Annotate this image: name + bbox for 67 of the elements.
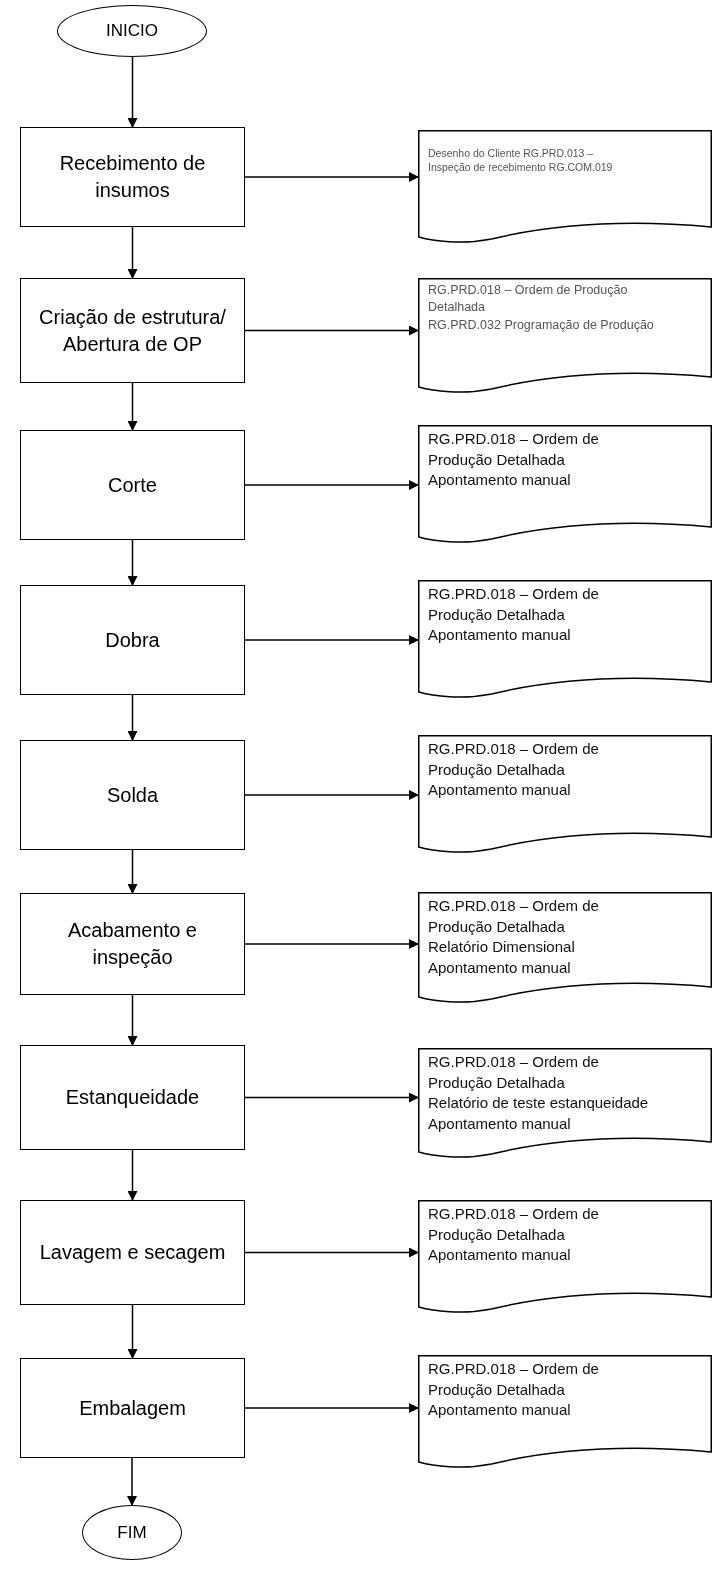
document-shape (418, 1048, 712, 1160)
document-reference: Relatório de teste estanqueidade (428, 1093, 650, 1114)
process-box (20, 430, 245, 540)
arrow (127, 382, 138, 431)
arrow (244, 790, 419, 800)
document-reference: Apontamento manual (428, 625, 572, 646)
arrow (244, 480, 419, 490)
arrow (127, 849, 138, 894)
arrow (244, 1092, 419, 1103)
arrow (244, 635, 419, 645)
process-label: Solda (106, 782, 159, 808)
arrow (244, 1247, 419, 1258)
arrow (127, 994, 138, 1046)
document-reference: RG.PRD.018 – Ordem de Produção Detalhada (428, 1359, 600, 1400)
document-reference: RG.PRD.032 Programação de Produção (428, 316, 655, 334)
process-label: Embalagem (79, 1395, 186, 1421)
process-box (20, 1045, 245, 1150)
process-box (20, 127, 245, 227)
document-reference: RG.PRD.018 – Ordem de Produção Detalhada (428, 1204, 600, 1245)
process-box (20, 1358, 245, 1458)
arrow (127, 226, 138, 279)
document-shape (418, 735, 712, 855)
document-reference: RG.PRD.018 – Ordem de Produção Detalhada (428, 429, 600, 470)
document-shape (418, 425, 712, 545)
document-reference: RG.PRD.018 – Ordem de Produção Detalhada (428, 282, 629, 317)
document-reference: Desenho do Cliente RG.PRD.013 – Inspeção de recebimento RG.COM.019 (428, 146, 614, 175)
arrow (244, 172, 419, 182)
process-label: Estanqueidade (65, 1085, 200, 1110)
document-reference: Apontamento manual (428, 958, 572, 979)
terminal-label: INICIO (106, 21, 158, 41)
process-label: Lavagem e secagem (39, 1240, 226, 1265)
process-box (20, 278, 245, 383)
document-shape (418, 580, 712, 700)
document-shape (418, 892, 712, 1005)
document-shape (418, 1200, 712, 1315)
document-reference: RG.PRD.018 – Ordem de Produção Detalhada (428, 584, 600, 625)
process-label: Acabamento e inspeção (67, 918, 198, 970)
arrow (127, 694, 138, 741)
process-label: Corte (108, 472, 157, 498)
process-box (20, 893, 245, 995)
document-reference: Apontamento manual (428, 1114, 572, 1135)
process-box (20, 585, 245, 695)
process-label: Criação de estrutura/ Abertura de OP (38, 304, 227, 357)
process-label: Dobra (105, 627, 160, 653)
document-reference: Apontamento manual (428, 470, 572, 491)
arrow (127, 1457, 137, 1506)
document-reference: RG.PRD.018 – Ordem de Produção Detalhada (428, 1052, 600, 1093)
document-reference: RG.PRD.018 – Ordem de Produção Detalhada (428, 739, 600, 780)
arrow (127, 1304, 138, 1359)
terminal-label: FIM (117, 1522, 147, 1543)
arrow (244, 1403, 419, 1413)
arrow (244, 939, 419, 949)
arrow (127, 56, 138, 128)
process-label: Recebimento de insumos (58, 151, 207, 203)
document-reference: RG.PRD.018 – Ordem de Produção Detalhada (428, 896, 600, 937)
document-reference: Apontamento manual (428, 780, 572, 801)
document-reference: Apontamento manual (428, 1245, 572, 1266)
process-box (20, 740, 245, 850)
document-shape (418, 130, 712, 245)
document-shape (418, 1355, 712, 1470)
document-reference: Relatório Dimensional (428, 937, 576, 958)
arrow (244, 325, 419, 336)
arrow (127, 1149, 138, 1201)
process-box (20, 1200, 245, 1305)
arrow (127, 539, 138, 586)
document-shape (418, 278, 712, 395)
document-reference: Apontamento manual (428, 1400, 572, 1421)
